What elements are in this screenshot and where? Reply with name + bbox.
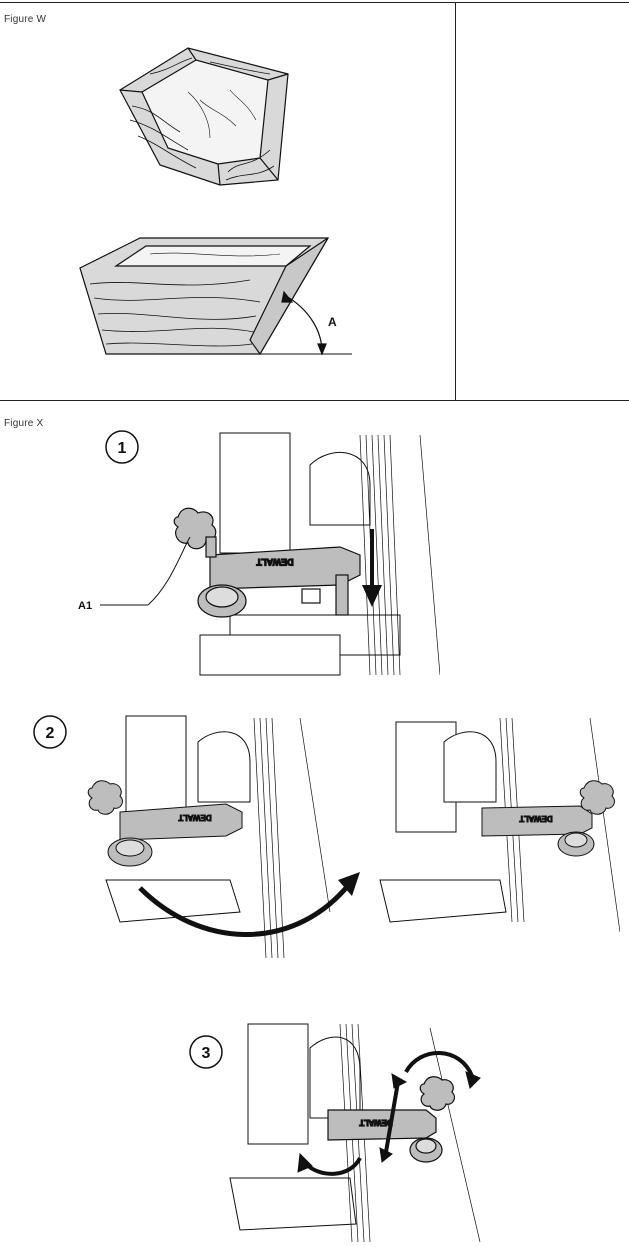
section-divider [0,400,629,401]
figure-w-illustration: A [60,40,380,370]
step-2-number: 2 [46,725,55,742]
step-1-number: 1 [118,440,127,457]
figure-x-label: Figure X [4,418,43,429]
step-2-right-view: DEWALT [380,718,620,932]
step-3-number: 3 [202,1045,211,1062]
step-1-illustration: 1 DEWALT A1 [70,425,440,683]
locking-knob-a1 [174,508,216,557]
mitered-box-top-view [120,48,288,185]
callout-a1-label: A1 [78,600,92,612]
step-1-badge: 1 [106,431,138,463]
step-3-badge: 3 [190,1036,222,1068]
step-3-brand: DEWALT [359,1118,392,1127]
mitered-box-side-view [80,238,352,354]
step-1-brand: DEWALT [256,557,294,567]
step-2-left-view: DEWALT [88,716,330,958]
step-2-badge: 2 [34,716,66,748]
vertical-divider [455,2,456,400]
step-2-illustration: 2 DEWALT DEWALT [30,712,620,962]
foot-disc [198,585,246,617]
step-2-left-brand: DEWALT [178,813,211,822]
angle-a-label: A [328,315,337,329]
step-3-illustration: 3 DEWALT [180,1018,500,1244]
top-rule [0,2,629,3]
step-2-right-brand: DEWALT [519,814,552,823]
figure-w-label: Figure W [4,14,46,25]
